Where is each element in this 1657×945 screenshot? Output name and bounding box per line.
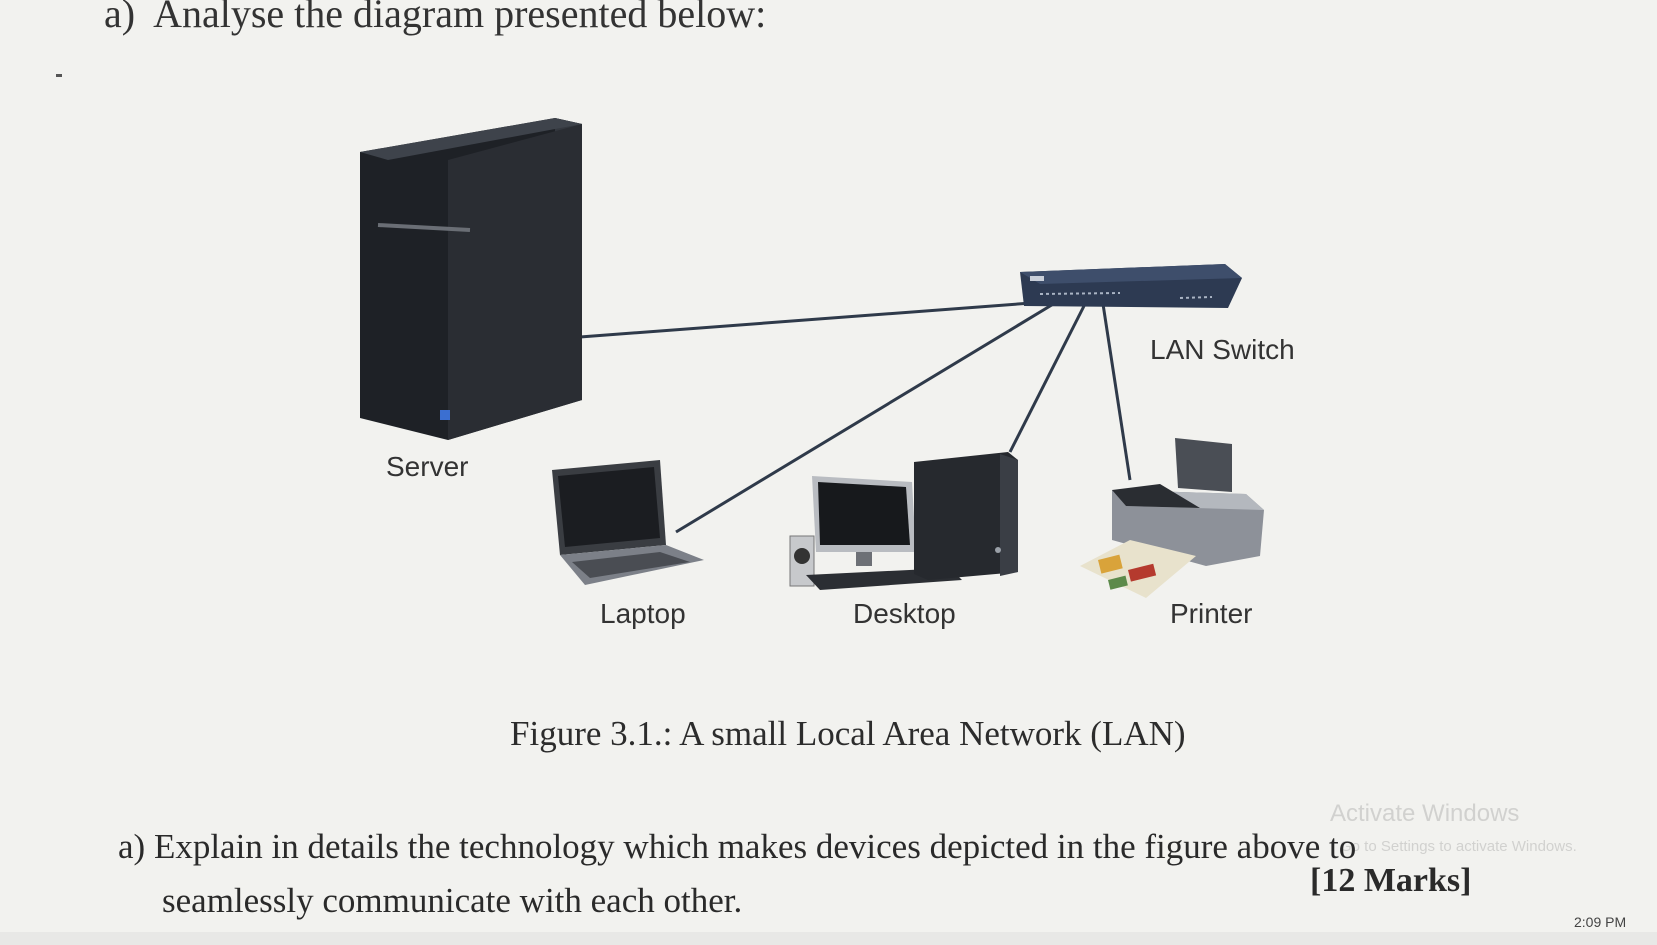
- laptop-label: Laptop: [600, 598, 686, 629]
- question-b-line2: seamlessly communicate with each other.: [162, 881, 743, 920]
- cable-desktop-switch: [1008, 303, 1087, 453]
- printer-label: Printer: [1170, 598, 1253, 629]
- question-number: a): [104, 0, 136, 36]
- stray-mark: [56, 74, 62, 77]
- taskbar-clock[interactable]: 2:09 PM: [1574, 914, 1627, 930]
- server-icon: [360, 118, 582, 440]
- lan-switch-icon: [1020, 264, 1242, 308]
- switch-label: LAN Switch: [1150, 334, 1295, 365]
- cable-printer-switch: [1101, 303, 1132, 481]
- cables: [579, 300, 1132, 534]
- question-b: a) Explain in details the technology whi…: [118, 820, 1478, 928]
- question-a-heading: a) Analyse the diagram presented below:: [104, 0, 766, 37]
- printer-icon: [1080, 438, 1264, 598]
- figure-caption: Figure 3.1.: A small Local Area Network …: [510, 714, 1186, 753]
- taskbar-strip[interactable]: [0, 932, 1657, 945]
- desktop-icon: [789, 452, 1018, 590]
- cable-laptop-switch: [675, 301, 1056, 534]
- cable-server-switch: [579, 300, 1046, 339]
- activate-windows-watermark: Activate Windows: [1330, 800, 1520, 827]
- desktop-label: Desktop: [853, 598, 956, 629]
- marks-label: [12 Marks]: [1310, 862, 1472, 899]
- question-b-line1: a) Explain in details the technology whi…: [118, 827, 1357, 866]
- activate-windows-subtitle: Go to Settings to activate Windows.: [1340, 838, 1577, 855]
- server-label: Server: [386, 451, 469, 482]
- question-text: Analyse the diagram presented below:: [153, 0, 767, 36]
- laptop-icon: [552, 460, 704, 585]
